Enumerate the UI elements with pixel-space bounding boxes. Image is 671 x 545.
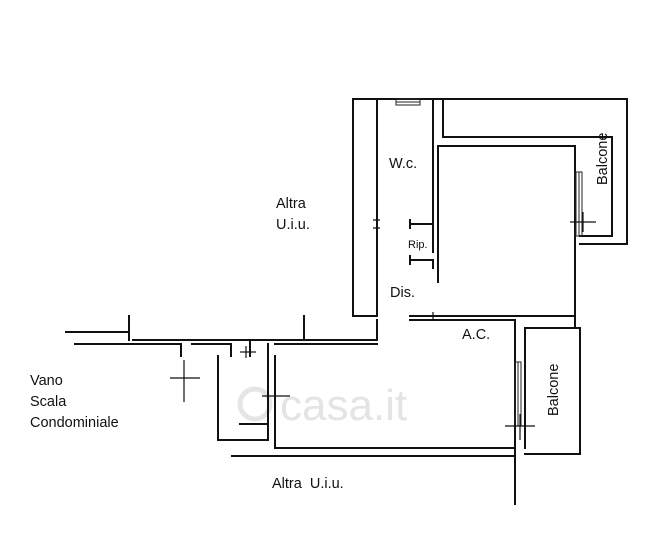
watermark-text: casa.it: [280, 381, 407, 430]
room-right-walls: [409, 145, 576, 321]
watermark: casa.it: [237, 381, 407, 430]
lower-walls: [65, 315, 526, 505]
window-right: [570, 171, 596, 237]
window-lower-right: [505, 361, 535, 440]
label-altra-bottom: Altra U.i.u.: [272, 476, 344, 492]
label-dis: Dis.: [390, 285, 415, 301]
balcony-lower-walls: [524, 315, 581, 455]
label-condominiale: Condominiale: [30, 415, 119, 431]
label-altra-top-1: Altra: [276, 196, 307, 212]
label-balcone-bottom: Balcone: [546, 364, 562, 416]
outer-walls-top: [352, 98, 628, 317]
label-altra-top-2: U.i.u.: [276, 217, 310, 233]
window-top: [395, 98, 421, 106]
label-scala: Scala: [30, 394, 67, 410]
label-rip: Rip.: [408, 239, 428, 251]
corridor-walls: [352, 219, 380, 317]
label-ac: A.C.: [462, 327, 490, 343]
label-vano: Vano: [30, 373, 63, 389]
fixture-marks: [170, 346, 290, 410]
label-wc: W.c.: [389, 156, 417, 172]
label-balcone-top: Balcone: [595, 133, 611, 185]
wc-walls: [409, 98, 439, 283]
